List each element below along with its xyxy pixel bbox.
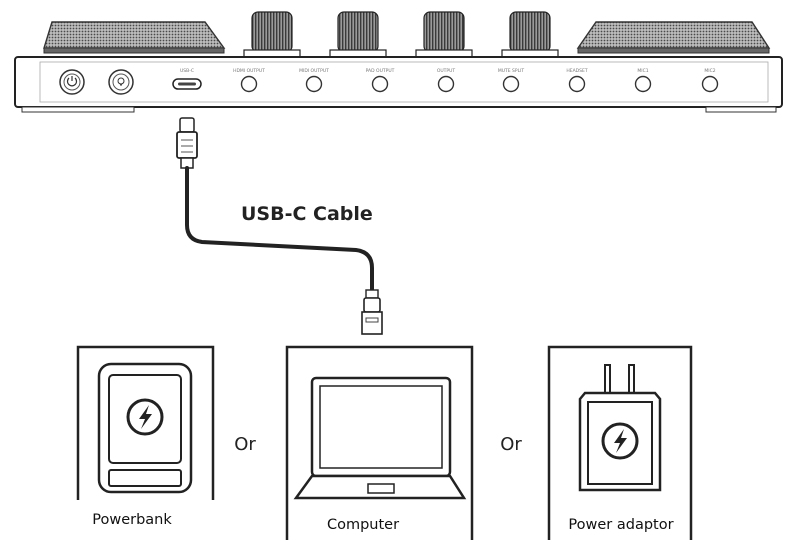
port-label-usb-c: USB-C bbox=[180, 68, 194, 74]
knob-2 bbox=[329, 11, 387, 58]
port-label-8: MIC2 bbox=[704, 68, 715, 74]
audio-mixer-device: USB-C HDMI OUTPUT MIDI OUTPUT PAD OUTPUT… bbox=[14, 11, 783, 113]
port-label-3: PAD OUTPUT bbox=[366, 68, 395, 74]
computer-panel: Computer bbox=[285, 345, 474, 540]
jack-port-4: OUTPUT bbox=[437, 68, 456, 93]
left-jog-pad bbox=[43, 21, 226, 49]
power-icon bbox=[66, 76, 78, 87]
mixer-body bbox=[14, 56, 783, 108]
port-label-4: OUTPUT bbox=[437, 68, 456, 74]
light-button bbox=[108, 69, 134, 95]
power-adaptor-panel: Power adaptor bbox=[547, 345, 693, 540]
computer-label: Computer bbox=[327, 517, 399, 533]
or-separator-2: Or bbox=[500, 434, 522, 455]
power-adaptor-label: Power adaptor bbox=[568, 517, 673, 533]
jack-port-3: PAD OUTPUT bbox=[366, 68, 395, 93]
usb-a-plug bbox=[361, 289, 383, 335]
light-bulb-icon bbox=[117, 77, 125, 86]
jack-port-6: HEADSET bbox=[566, 68, 588, 93]
power-adaptor-device bbox=[578, 364, 662, 492]
jack-port-2: MIDI OUTPUT bbox=[299, 68, 329, 93]
powerbank-label: Powerbank bbox=[92, 512, 172, 528]
jack-port-8: MIC2 bbox=[701, 68, 719, 93]
powerbank-panel: Powerbank bbox=[76, 345, 215, 528]
port-label-6: HEADSET bbox=[566, 68, 587, 74]
cable-label: USB-C Cable bbox=[241, 203, 373, 225]
port-label-7: MIC1 bbox=[637, 68, 648, 74]
usb-c-plug bbox=[176, 117, 198, 169]
jack-port-7: MIC1 bbox=[634, 68, 652, 93]
laptop-device bbox=[293, 376, 467, 500]
knob-3 bbox=[415, 11, 473, 58]
right-jog-pad bbox=[576, 21, 771, 49]
powerbank-device bbox=[97, 362, 193, 494]
jack-port-1: HDMI OUTPUT bbox=[233, 68, 265, 93]
port-label-1: HDMI OUTPUT bbox=[233, 68, 265, 74]
power-button bbox=[59, 69, 85, 95]
usb-c-cable: USB-C Cable bbox=[176, 117, 383, 335]
knob-1 bbox=[243, 11, 301, 58]
port-label-5: MUTE SPLIT bbox=[498, 68, 525, 74]
jack-port-5: MUTE SPLIT bbox=[498, 68, 525, 93]
cable-wire bbox=[185, 166, 374, 292]
or-separator-1: Or bbox=[234, 434, 256, 455]
port-label-2: MIDI OUTPUT bbox=[299, 68, 329, 74]
knob-4 bbox=[501, 11, 559, 58]
